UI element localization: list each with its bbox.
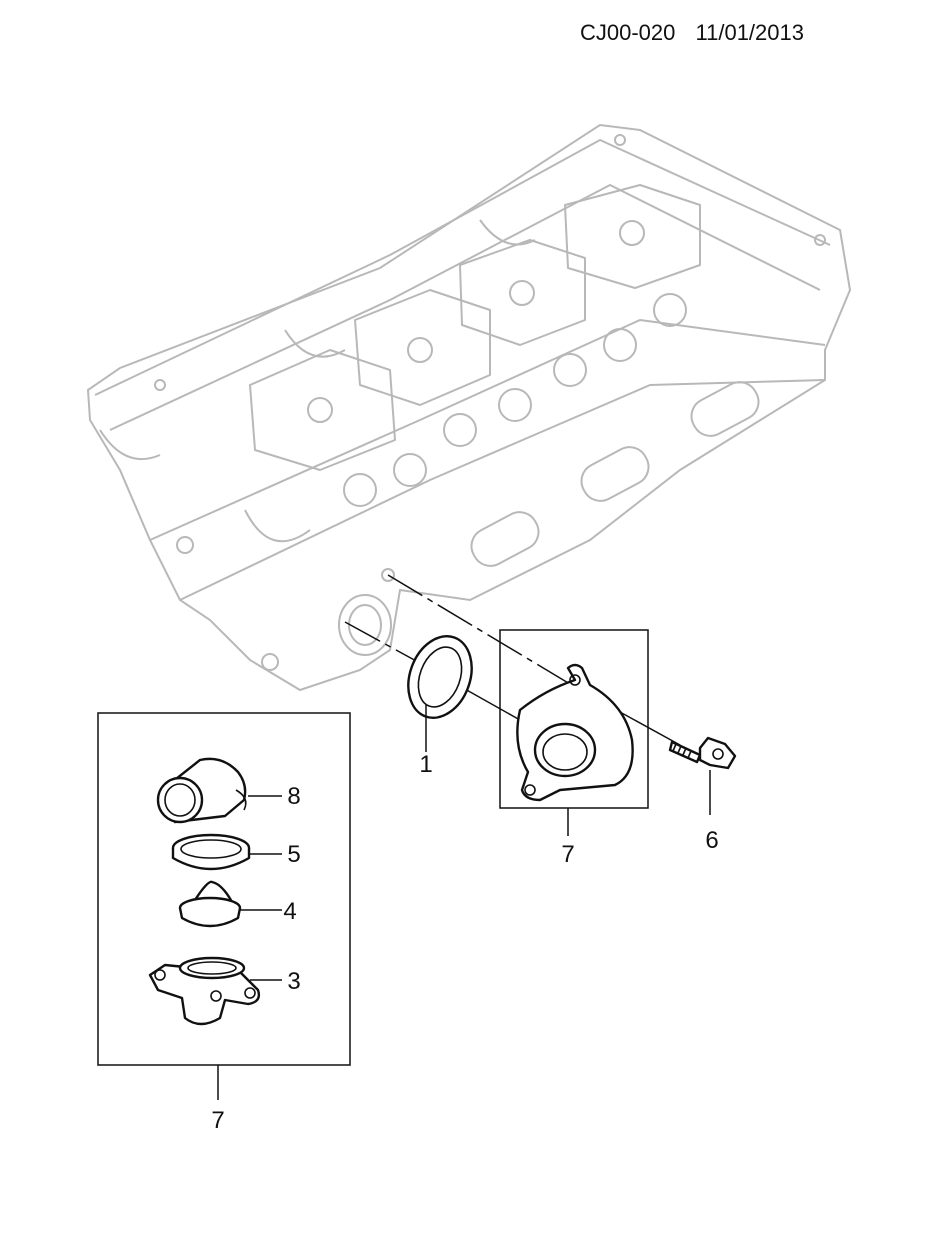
callout-4: 4 xyxy=(283,898,296,925)
thermostat-housing-box xyxy=(499,629,649,809)
drawing-date: 11/01/2013 xyxy=(695,20,804,45)
callout-7-inset: 7 xyxy=(211,1107,224,1134)
exploded-view-box xyxy=(97,712,351,1066)
callout-7-detail: 7 xyxy=(561,841,574,868)
outlet-elbow-part xyxy=(156,757,247,824)
drawing-header: CJ00-020 11/01/2013 xyxy=(580,20,880,46)
thermostat-housing-part xyxy=(516,663,634,802)
callout-3: 3 xyxy=(287,968,300,995)
drawing-code: CJ00-020 xyxy=(580,20,676,45)
bolt-part xyxy=(668,736,737,770)
callout-1: 1 xyxy=(419,751,432,778)
housing-base-part xyxy=(148,956,261,1026)
thermostat-part xyxy=(178,880,242,928)
callout-5: 5 xyxy=(287,841,300,868)
seal-ring-part xyxy=(171,833,251,871)
callout-6: 6 xyxy=(705,827,718,854)
gasket-part xyxy=(407,635,473,719)
cylinder-head-illustration xyxy=(86,123,852,692)
callout-8: 8 xyxy=(287,783,300,810)
